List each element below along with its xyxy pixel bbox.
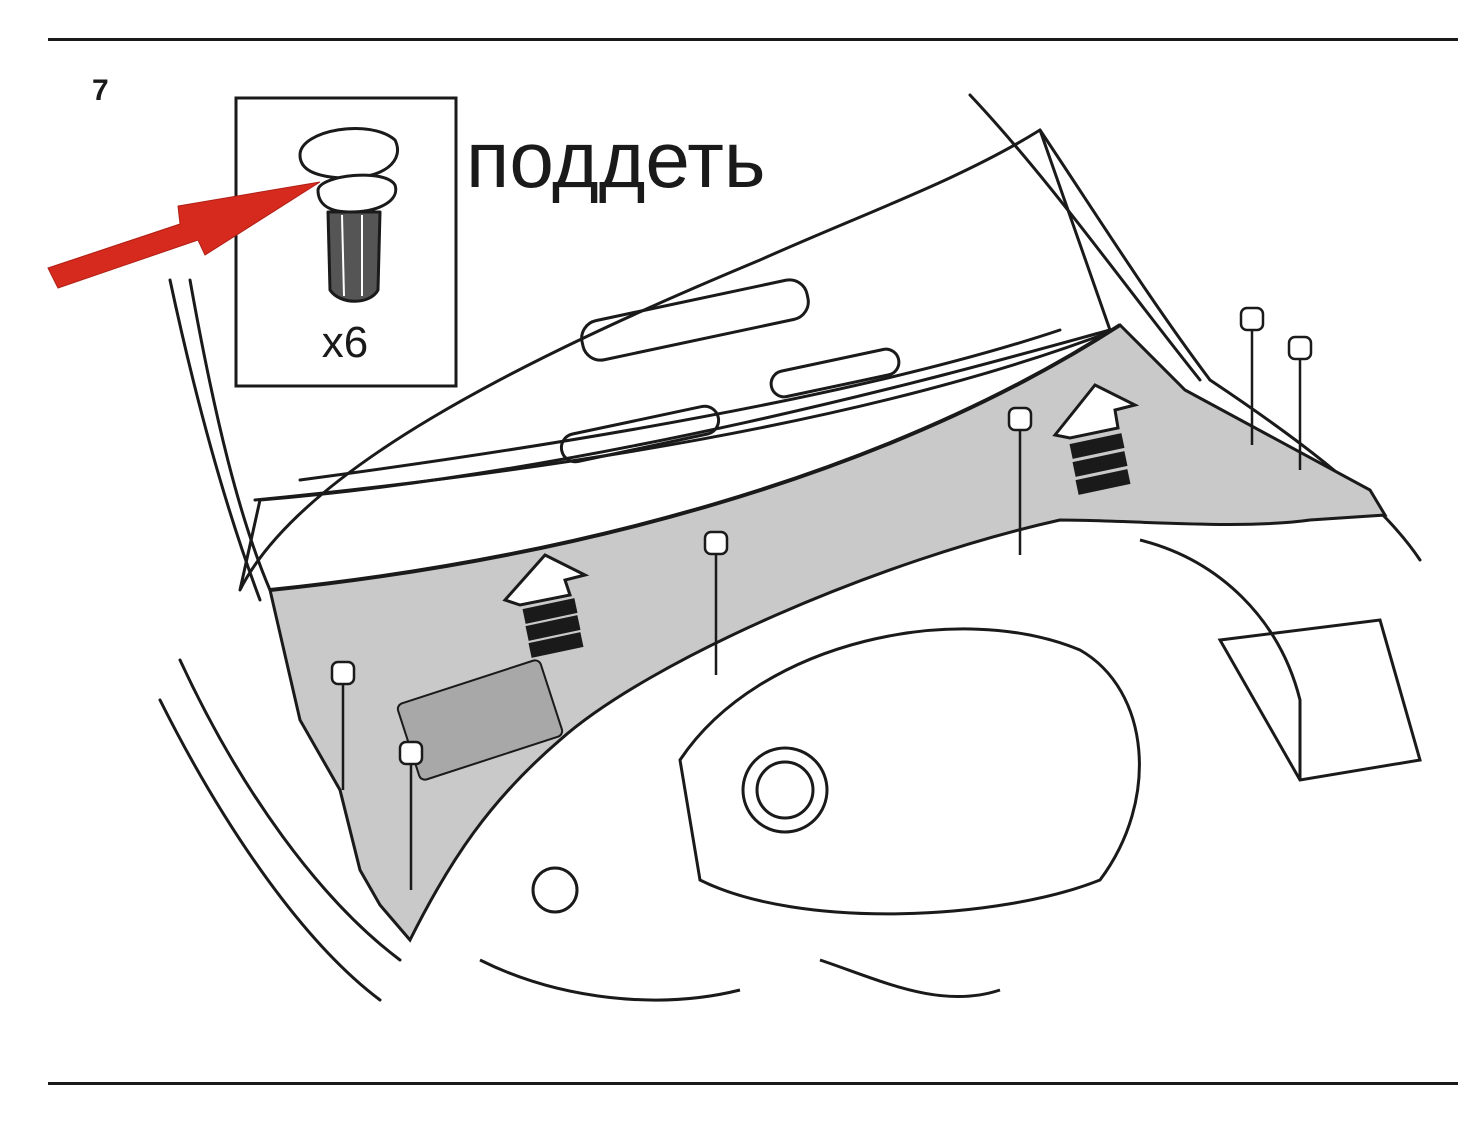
- fender-left-2: [178, 658, 402, 962]
- engine-block-side: [1139, 538, 1302, 780]
- lift-arrow-right: [1052, 383, 1140, 495]
- hood-inner: [298, 328, 1062, 482]
- reservoir-cap: [531, 866, 579, 914]
- top-rule: [48, 38, 1458, 41]
- fastener-2: [398, 740, 424, 890]
- wiper-recess-1: [580, 278, 810, 362]
- oil-filler-cap: [741, 746, 829, 834]
- fastener-3: [703, 530, 729, 675]
- fastener-4: [1007, 406, 1033, 555]
- cowl-panel: [268, 323, 1388, 943]
- hose-2: [819, 958, 1001, 999]
- wiper-recess-2: [559, 404, 721, 464]
- battery-area: [1217, 618, 1422, 782]
- windshield-outline: [238, 128, 1112, 592]
- push-clip-icon: [298, 127, 399, 303]
- red-pointer-arrow: [47, 181, 321, 289]
- lift-arrow-left: [502, 553, 590, 658]
- hose-1: [479, 958, 741, 1002]
- fastener-6: [1287, 335, 1313, 470]
- fastener-5: [1239, 306, 1265, 445]
- a-pillar-left-2: [188, 278, 272, 592]
- a-pillar-right-2: [1038, 128, 1212, 382]
- quantity-label: x6: [321, 318, 369, 367]
- step-number: 7: [92, 74, 109, 107]
- bottom-rule: [48, 1082, 1458, 1085]
- a-pillar-right: [968, 93, 1202, 382]
- fender-left: [158, 698, 382, 1002]
- hood-curve: [253, 328, 1117, 502]
- instruction-text: поддеть: [466, 115, 766, 204]
- engine-cover: [678, 627, 1141, 916]
- fastener-1: [330, 660, 356, 790]
- a-pillar-left: [168, 278, 262, 602]
- cowl-panel-edge: [269, 323, 1122, 592]
- oil-filler-cap-inner: [755, 760, 815, 820]
- wiper-recess-3: [769, 347, 901, 399]
